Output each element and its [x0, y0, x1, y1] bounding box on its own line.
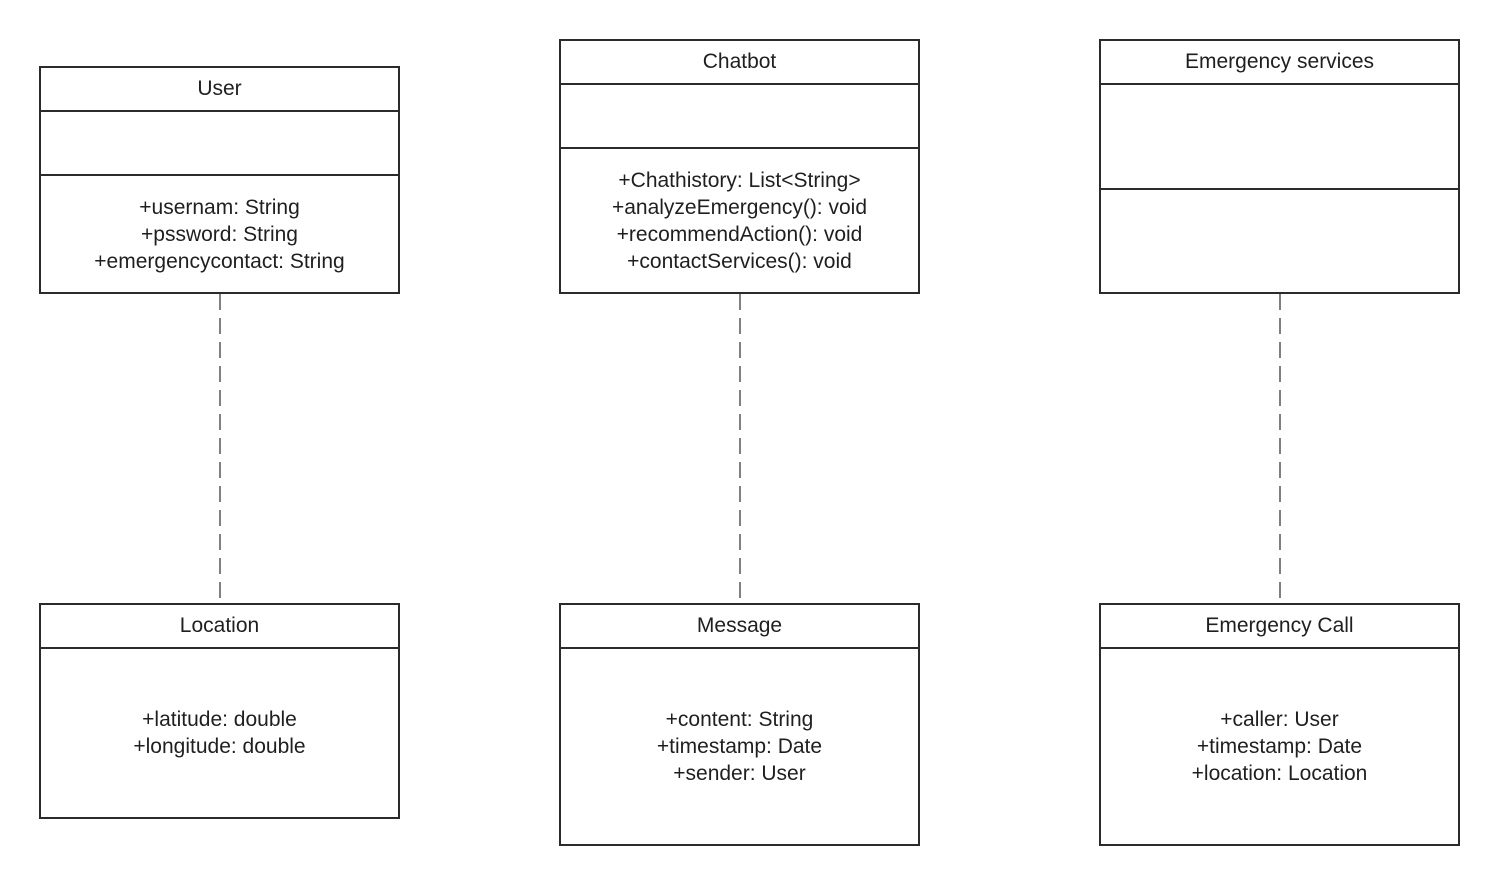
member-line: +sender: User — [673, 762, 806, 785]
class-emergency-services[interactable]: Emergency services — [1099, 39, 1460, 294]
member-line: +timestamp: Date — [1196, 735, 1363, 758]
class-emergency-call[interactable]: Emergency Call +caller: User +timestamp:… — [1099, 603, 1460, 846]
member-line: +Chathistory: List<String> — [618, 168, 861, 192]
class-name: Emergency services — [1184, 49, 1375, 73]
member-line: +timestamp: Date — [656, 735, 823, 758]
members-compartment: +content: String +timestamp: Date +sende… — [561, 647, 918, 844]
member-line: +contactServices(): void — [627, 249, 852, 273]
member-line: +emergencycontact: String — [94, 249, 345, 273]
class-name: Emergency Call — [1205, 613, 1354, 637]
attributes-compartment — [41, 110, 398, 174]
class-chatbot[interactable]: Chatbot +Chathistory: List<String> +anal… — [559, 39, 920, 294]
member-line: +caller: User — [1220, 708, 1339, 731]
member-line: +latitude: double — [142, 708, 297, 731]
member-line: +pssword: String — [141, 222, 298, 246]
member-line: +location: Location — [1191, 762, 1368, 785]
members-compartment: +usernam: String +pssword: String +emerg… — [41, 174, 398, 292]
members-compartment: +Chathistory: List<String> +analyzeEmerg… — [561, 147, 918, 292]
member-line: +usernam: String — [139, 195, 300, 219]
class-name: Chatbot — [702, 49, 777, 73]
member-line: +longitude: double — [133, 735, 306, 758]
member-line: +content: String — [665, 708, 814, 731]
class-name: Location — [179, 613, 260, 637]
members-compartment — [1101, 188, 1458, 292]
class-name: Message — [696, 613, 783, 637]
class-name: User — [197, 76, 242, 100]
class-user[interactable]: User +usernam: String +pssword: String +… — [39, 66, 400, 294]
members-compartment: +caller: User +timestamp: Date +location… — [1101, 647, 1458, 844]
member-line: +recommendAction(): void — [616, 222, 863, 246]
attributes-compartment — [561, 83, 918, 147]
member-line: +analyzeEmergency(): void — [611, 195, 868, 219]
members-compartment: +latitude: double +longitude: double — [41, 647, 398, 817]
class-message[interactable]: Message +content: String +timestamp: Dat… — [559, 603, 920, 846]
class-location[interactable]: Location +latitude: double +longitude: d… — [39, 603, 400, 819]
attributes-compartment — [1101, 83, 1458, 188]
